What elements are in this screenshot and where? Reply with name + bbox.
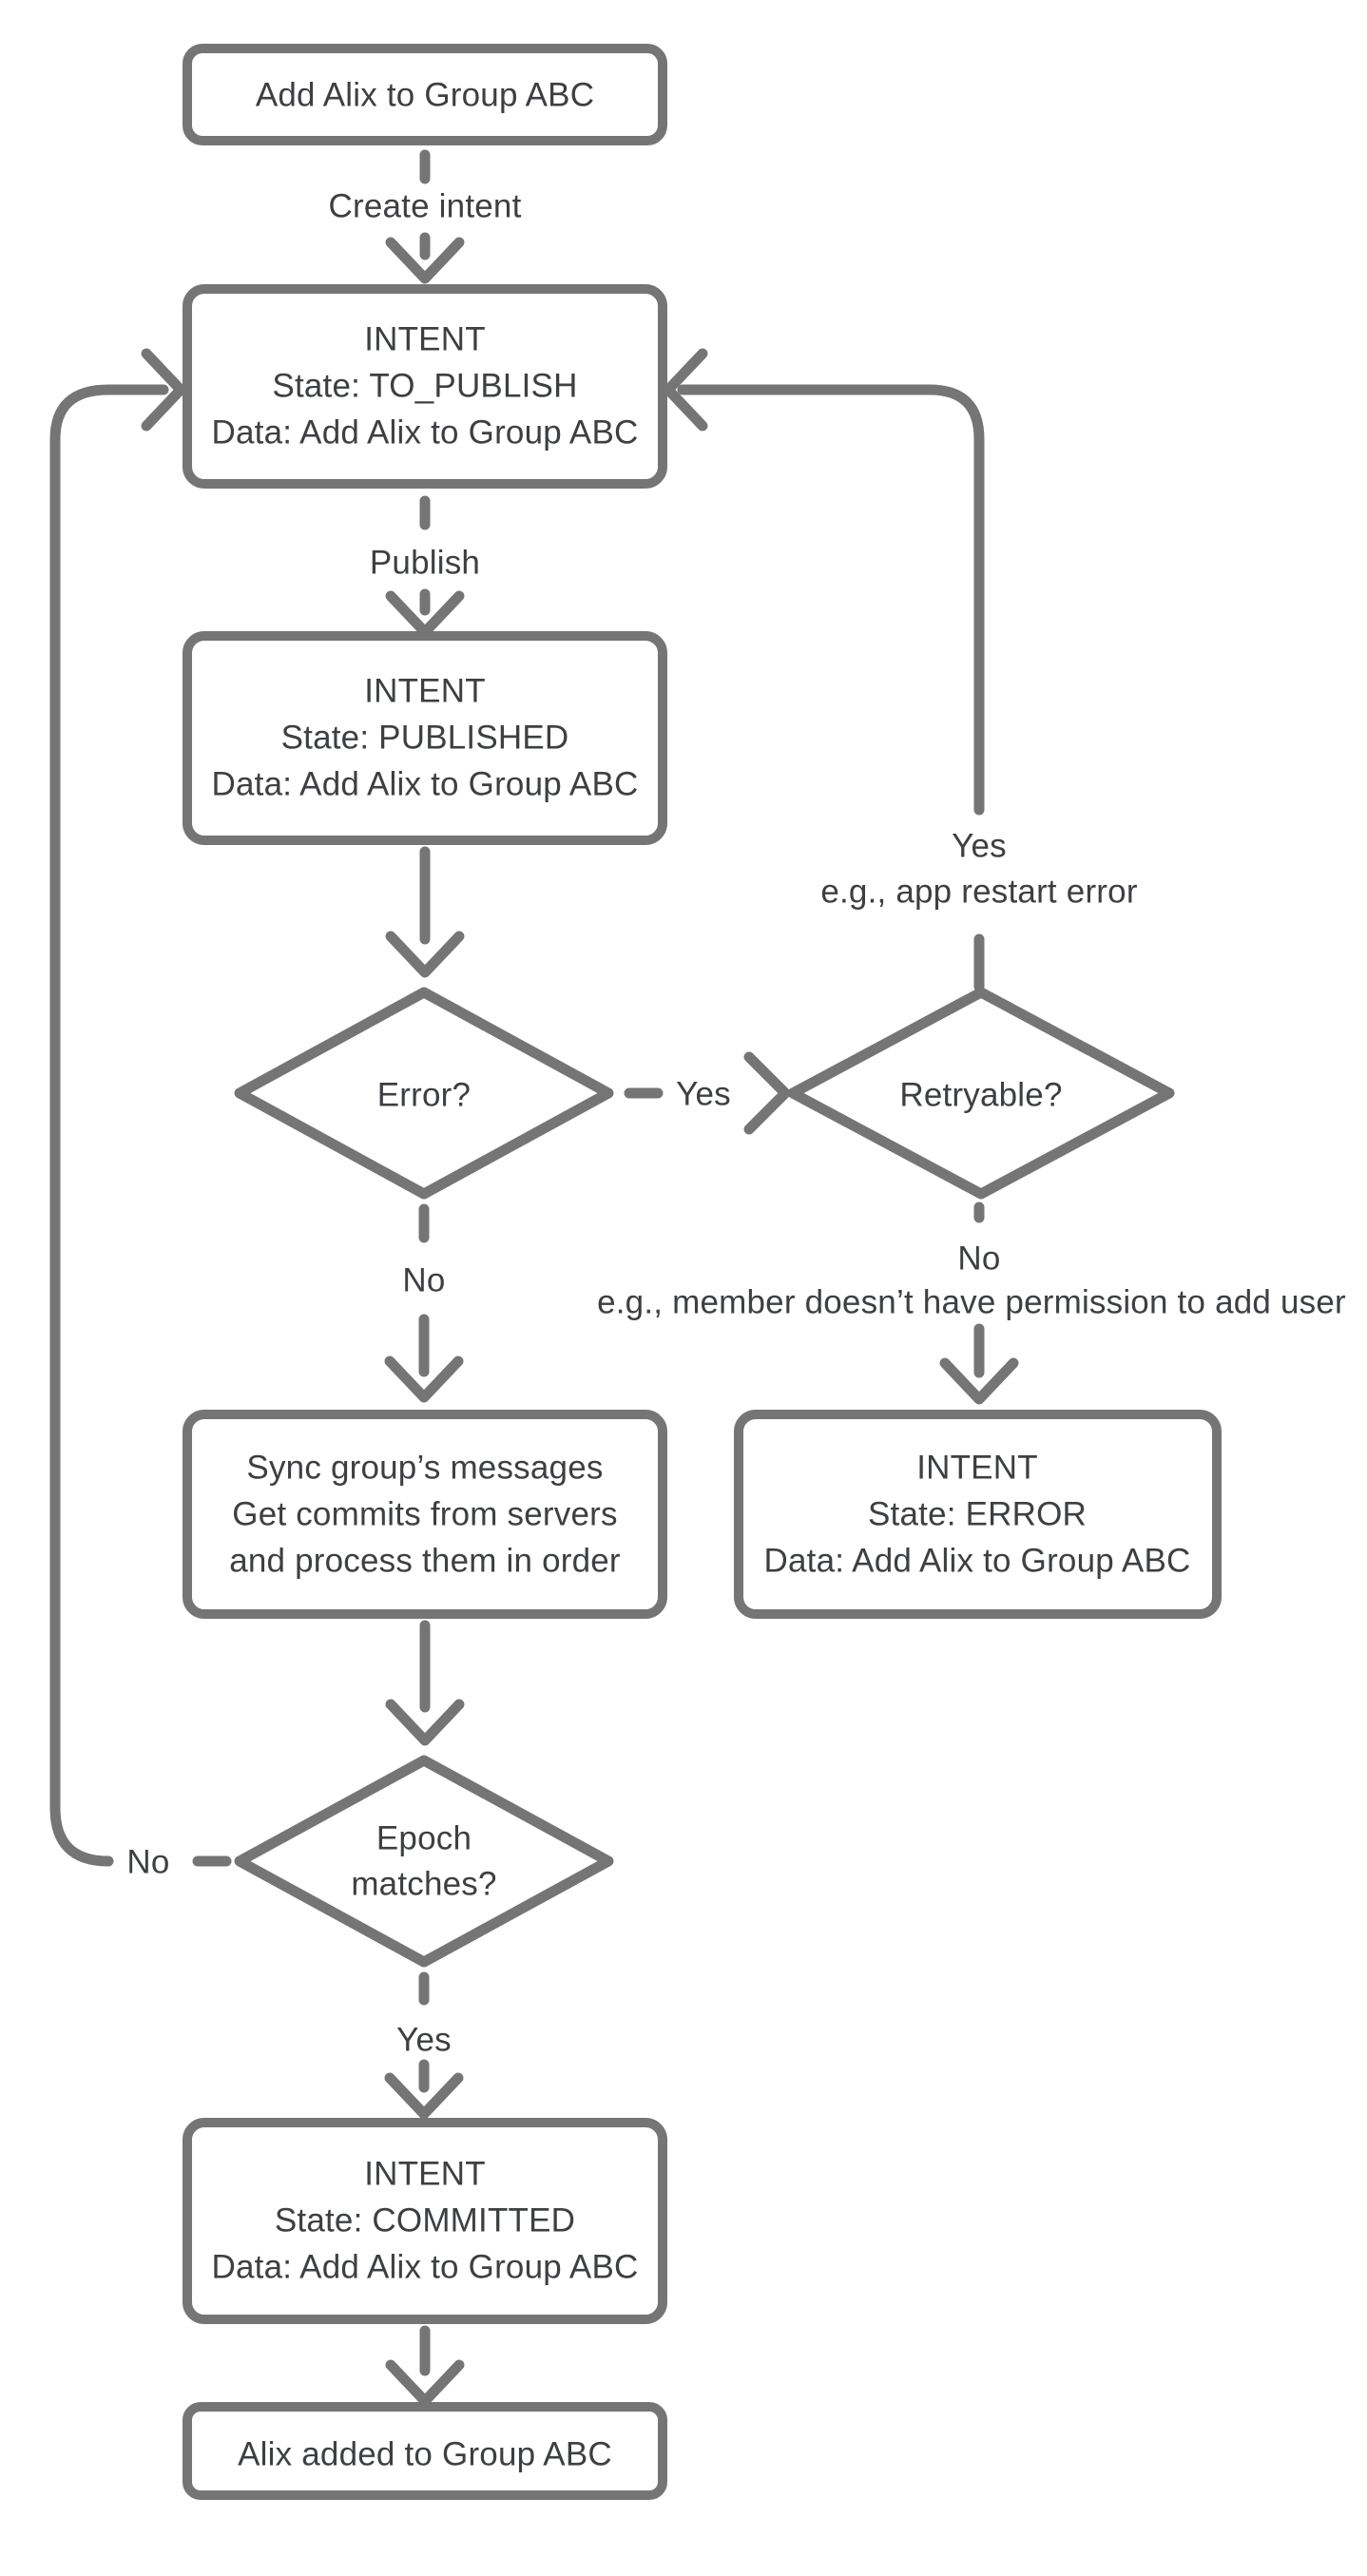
intent-published-line3: Data: Add Alix to Group ABC (212, 766, 639, 803)
edge-create-intent-label: Create intent (329, 188, 522, 225)
edge-retry-no-label: No (957, 1240, 1000, 1278)
connectors (49, 149, 1019, 2407)
edge-epoch-yes-label: Yes (396, 2022, 452, 2059)
done-node (183, 2402, 667, 2500)
epoch-decision-line1: Epoch (376, 1820, 472, 1857)
intent-error-node (734, 1410, 1222, 1619)
intent-to-publish-line3: Data: Add Alix to Group ABC (212, 414, 639, 452)
intent-to-publish-line1: INTENT (364, 321, 486, 358)
retryable-decision-label: Retryable? (899, 1077, 1062, 1114)
intent-published-line2: State: PUBLISHED (281, 720, 569, 757)
retryable-decision-node (787, 987, 1175, 1200)
edge-retry-yes-loop (677, 384, 985, 816)
edge-sync-to-epoch-arrowhead-icon (385, 1699, 465, 1746)
edge-retry-no-arrowhead-icon (939, 1357, 1019, 1405)
sync-line3: and process them in order (229, 1543, 621, 1580)
edge-error-no-label: No (402, 1262, 445, 1299)
start-node-label: Add Alix to Group ABC (256, 77, 594, 114)
epoch-decision-node (234, 1755, 614, 1968)
labels: Add Alix to Group ABC Create intent INTE… (126, 77, 1346, 2473)
edge-epoch-no-label: No (126, 1844, 169, 1881)
intent-error-line2: State: ERROR (868, 1496, 1087, 1533)
edge-error-yes-arrowhead-icon (743, 1051, 791, 1135)
edge-retry-no-example-label: e.g., member doesn’t have permission to … (597, 1284, 1346, 1321)
edge-epoch-no-loop (49, 384, 169, 1867)
edge-error-yes-label: Yes (676, 1076, 731, 1113)
error-decision-label: Error? (377, 1077, 471, 1114)
edge-committed-to-done-arrowhead-icon (385, 2359, 465, 2407)
intent-committed-line2: State: COMMITTED (275, 2202, 575, 2240)
edge-retry-yes-arrowhead-icon (663, 348, 708, 432)
sync-line2: Get commits from servers (232, 1496, 617, 1533)
intent-to-publish-node (183, 284, 667, 489)
intent-published-node (183, 631, 667, 845)
intent-committed-node (183, 2118, 667, 2324)
epoch-decision-line2: matches? (351, 1866, 496, 1903)
sync-node (183, 1410, 667, 1619)
intent-to-publish-line2: State: TO_PUBLISH (272, 368, 577, 405)
intent-committed-line1: INTENT (364, 2156, 486, 2193)
edge-publish-label: Publish (370, 545, 480, 582)
intent-error-line3: Data: Add Alix to Group ABC (764, 1543, 1191, 1580)
intent-committed-line3: Data: Add Alix to Group ABC (212, 2249, 639, 2286)
edge-error-no-arrowhead-icon (384, 1355, 464, 1403)
edge-retry-yes-example-label: e.g., app restart error (820, 874, 1138, 911)
start-node (183, 44, 667, 145)
edge-retry-yes-label: Yes (952, 828, 1007, 865)
intent-error-line1: INTENT (916, 1450, 1038, 1487)
error-decision-node (234, 987, 614, 1200)
edge-epoch-no-arrowhead-icon (141, 348, 186, 432)
done-node-label: Alix added to Group ABC (238, 2436, 612, 2473)
intent-published-line1: INTENT (364, 673, 486, 710)
node-shapes (183, 44, 1222, 2500)
sync-line1: Sync group’s messages (246, 1450, 603, 1487)
edge-published-to-error-arrowhead-icon (385, 931, 465, 978)
edge-create-intent-arrowhead-icon (385, 237, 465, 284)
edge-epoch-yes-arrowhead-icon (384, 2072, 464, 2120)
